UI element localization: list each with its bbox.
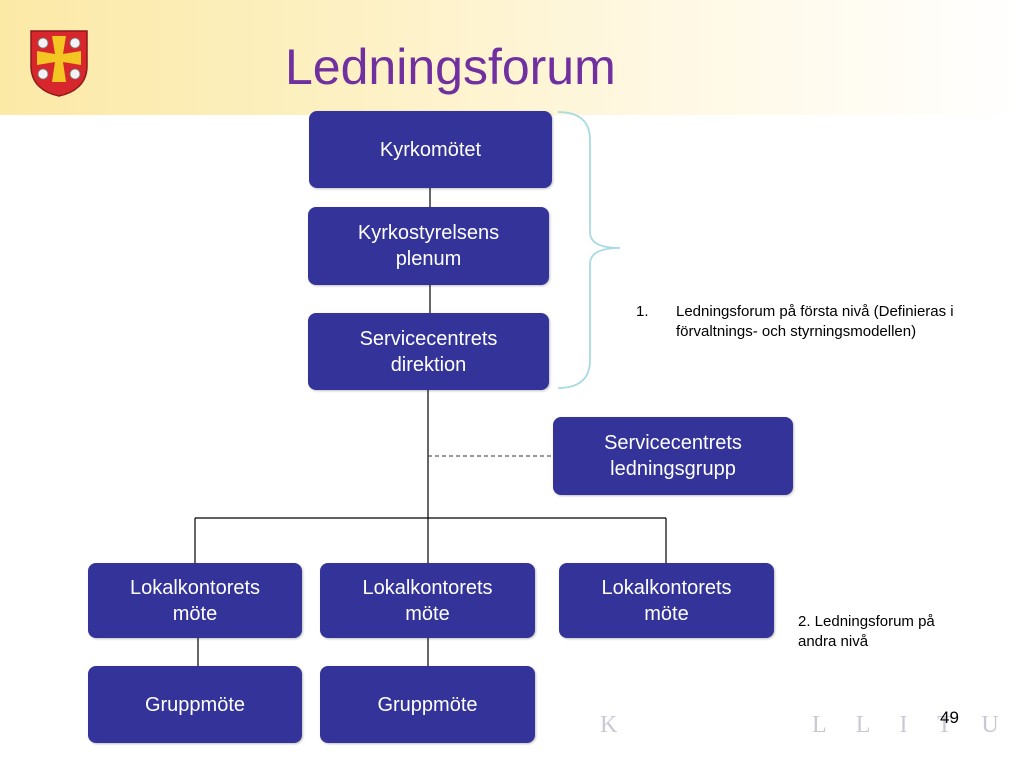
coat-of-arms-icon xyxy=(30,30,88,97)
header-band xyxy=(0,0,1024,115)
node-lokalkontorets-mote-3: Lokalkontorets möte xyxy=(559,563,774,638)
page-title: Ledningsforum xyxy=(285,39,616,95)
page-number: 49 xyxy=(940,708,959,727)
watermark-left: K xyxy=(600,712,630,738)
node-lokalkontorets-mote-2: Lokalkontorets möte xyxy=(320,563,535,638)
level2-note: 2. Ledningsforum på andra nivå xyxy=(798,613,935,651)
level1-note-text: Ledningsforum på första nivå (Definieras… xyxy=(676,303,954,341)
node-gruppmote-1: Gruppmöte xyxy=(88,666,302,743)
node-lokalkontorets-mote-1: Lokalkontorets möte xyxy=(88,563,302,638)
level1-note-number: 1. xyxy=(636,303,649,320)
node-kyrkostyrelsens-plenum: Kyrkostyrelsens plenum xyxy=(308,207,549,285)
node-gruppmote-2: Gruppmöte xyxy=(320,666,535,743)
node-servicecentrets-direktion: Servicecentrets direktion xyxy=(308,313,549,390)
level1-bracket xyxy=(557,111,621,389)
node-kyrkomotet: Kyrkomötet xyxy=(309,111,552,188)
watermark-right: L L I T U S xyxy=(812,712,1024,738)
node-servicecentrets-ledningsgrupp: Servicecentrets ledningsgrupp xyxy=(553,417,793,495)
